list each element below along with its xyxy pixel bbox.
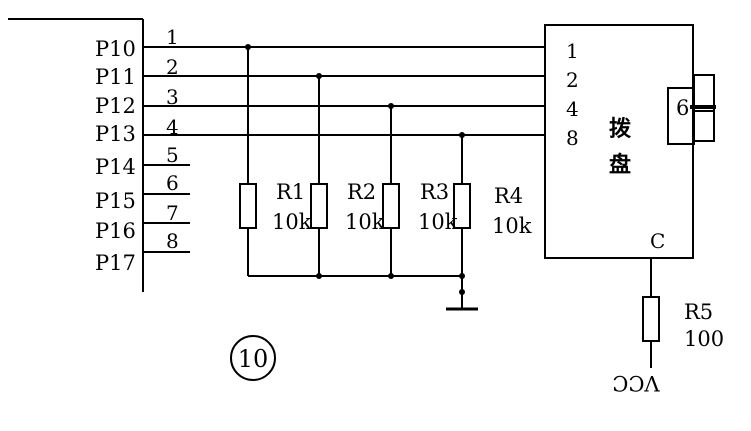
port-label-p13: P13 [95,122,136,146]
resistor-r2 [310,73,328,279]
resistor-value-r1: 10k [272,210,312,234]
figure-number-text: 10 [238,345,269,373]
resistor-name-r5: R5 [684,300,713,324]
vcc-label: VCC [612,371,660,395]
resistor-value-r3: 10k [418,210,458,234]
resistor-labels: R1 10k R2 10k R3 10k R4 10k [272,180,532,238]
resistor-r1 [239,44,257,276]
port-labels: P10 P11 P12 P13 P14 P15 P16 P17 [95,37,136,275]
dial-common-pin: C [650,229,665,253]
dial-label-line2: 盘 [609,152,631,178]
mcu-port-outline [8,18,144,292]
bcd-dial-switch: 1 2 4 8 拨 盘 C 6 [544,24,716,259]
dial-pin-2: 2 [566,68,579,92]
pull-down-resistors [239,44,471,279]
port-label-p15: P15 [95,189,136,213]
ground-rail [248,275,478,311]
port-label-p10: P10 [95,37,136,61]
dial-label-line1: 拨 [609,116,632,142]
line-number-7: 7 [166,201,179,225]
resistor-r5 [642,258,660,368]
line-number-8: 8 [166,229,179,253]
figure-number: 10 [230,335,276,381]
data-bus-lines [143,46,545,136]
port-label-p11: P11 [95,65,136,89]
unused-port-stubs [143,164,190,253]
resistor-name-r1: R1 [276,180,305,204]
dial-pin-8: 8 [566,126,579,150]
line-number-5: 5 [166,143,179,167]
dial-knob: 6 [667,74,716,145]
line-number-6: 6 [166,171,179,195]
port-label-p17: P17 [95,251,136,275]
resistor-value-r4: 10k [492,214,532,238]
figure-number-circle [230,335,276,381]
line-number-2: 2 [166,55,179,79]
resistor-r4 [453,132,471,279]
resistor-name-r3: R3 [420,180,449,204]
resistor-value-r2: 10k [345,210,385,234]
dial-knob-digit: 6 [676,96,689,120]
resistor-value-r5: 100 [684,327,724,351]
resistor-name-r2: R2 [347,180,376,204]
dial-pin-1: 1 [566,39,579,63]
port-label-p16: P16 [95,219,136,243]
line-number-1: 1 [166,25,179,49]
line-number-3: 3 [166,85,179,109]
resistor-name-r4: R4 [494,184,523,208]
dial-pin-4: 4 [566,97,579,121]
port-label-p12: P12 [95,94,136,118]
line-number-4: 4 [166,115,179,139]
port-label-p14: P14 [95,155,136,179]
line-numbers: 1 2 3 4 5 6 7 8 [166,25,179,253]
resistor-r3 [382,103,400,279]
